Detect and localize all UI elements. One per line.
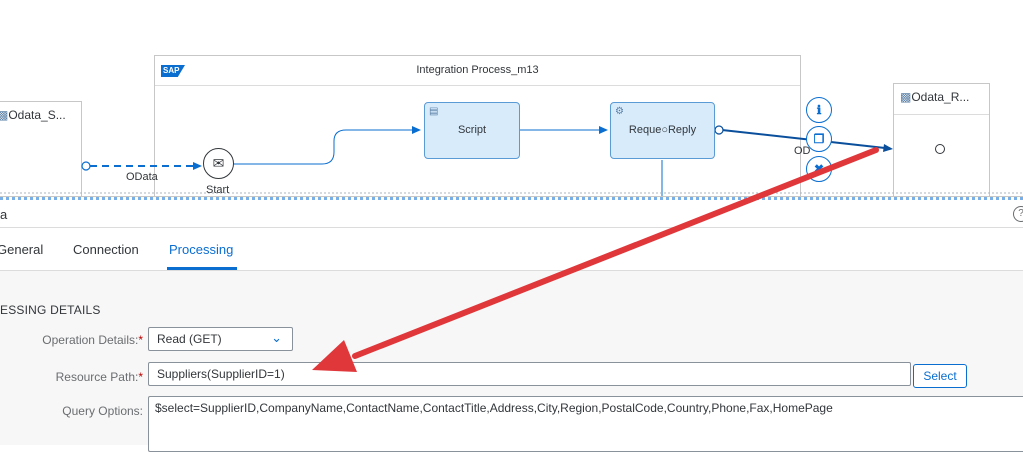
sap-logo: SAP xyxy=(161,65,185,77)
query-options-textarea[interactable]: $select=SupplierID,CompanyName,ContactNa… xyxy=(148,396,1023,452)
tab-connection[interactable]: Connection xyxy=(73,242,139,257)
sender-channel-arrowhead xyxy=(193,162,202,170)
sender-participant-label: ▩Odata_S... xyxy=(0,108,66,122)
receiver-participant[interactable] xyxy=(893,83,990,196)
receiver-channel-line xyxy=(721,129,886,149)
gear-icon: ⚙ xyxy=(615,106,624,117)
resource-path-label: Resource Path:* xyxy=(55,370,143,384)
receiver-channel-arrowhead xyxy=(883,144,893,152)
section-title: ESSING DETAILS xyxy=(0,303,101,317)
active-tab-indicator xyxy=(167,267,237,270)
start-to-script-arrowhead xyxy=(412,126,421,134)
sender-channel-start-point xyxy=(81,161,91,171)
receiver-channel-start-point xyxy=(714,125,724,135)
request-reply-step-label: Reque○Reply xyxy=(628,124,697,136)
script-icon: ▤ xyxy=(429,106,439,117)
script-step-label: Script xyxy=(457,124,487,136)
operation-details-select[interactable]: Read (GET) ⌄ xyxy=(148,327,293,351)
operation-details-label: Operation Details:* xyxy=(42,333,143,347)
start-to-script-line xyxy=(232,129,414,165)
delete-icon: ✖ xyxy=(813,162,825,176)
start-event[interactable]: ✉ xyxy=(203,148,234,179)
query-options-label: Query Options: xyxy=(62,404,143,418)
sender-participant[interactable] xyxy=(0,101,82,196)
participant-icon: ▩ xyxy=(900,90,912,104)
script-step[interactable]: ▤ Script xyxy=(424,102,520,159)
pool-title: Integration Process_m13 xyxy=(416,64,539,76)
copy-button[interactable]: ❐ xyxy=(806,126,832,152)
panel-title: a xyxy=(0,207,8,222)
script-to-request-arrowhead xyxy=(599,126,608,134)
info-icon: ℹ xyxy=(816,103,822,117)
panel-titlebar: a ? xyxy=(0,197,1023,228)
tab-general[interactable]: General xyxy=(0,242,44,257)
operation-details-value: Read (GET) xyxy=(157,332,222,346)
panel-splitter-handle[interactable] xyxy=(0,197,1023,200)
copy-icon: ❐ xyxy=(813,132,825,146)
query-options-value: $select=SupplierID,CompanyName,ContactNa… xyxy=(155,401,833,415)
info-button[interactable]: ℹ xyxy=(806,97,832,123)
tab-processing[interactable]: Processing xyxy=(169,242,234,257)
resource-path-input[interactable]: Suppliers(SupplierID=1) xyxy=(148,362,911,386)
select-button[interactable]: Select xyxy=(913,364,967,388)
chevron-down-icon: ⌄ xyxy=(271,330,282,345)
flow-connectors xyxy=(0,125,1023,196)
integration-flow-canvas[interactable]: ▩Odata_S... ▩Odata_R... SAP Integration … xyxy=(0,0,1023,196)
resource-path-value: Suppliers(SupplierID=1) xyxy=(157,367,285,381)
delete-button[interactable]: ✖ xyxy=(806,156,832,182)
help-icon[interactable]: ? xyxy=(1013,206,1023,222)
request-reply-step[interactable]: ⚙ Reque○Reply xyxy=(610,102,715,159)
sender-channel-label: OData xyxy=(126,171,158,183)
participant-icon: ▩ xyxy=(0,108,9,122)
receiver-participant-label: ▩Odata_R... xyxy=(900,90,970,104)
envelope-icon: ✉ xyxy=(212,155,225,171)
start-event-label: Start xyxy=(206,184,230,196)
receiver-connection-point[interactable] xyxy=(935,144,945,154)
panel-tabbar: General Connection Processing xyxy=(0,228,1023,271)
pool-header: SAP Integration Process_m13 xyxy=(155,56,800,86)
